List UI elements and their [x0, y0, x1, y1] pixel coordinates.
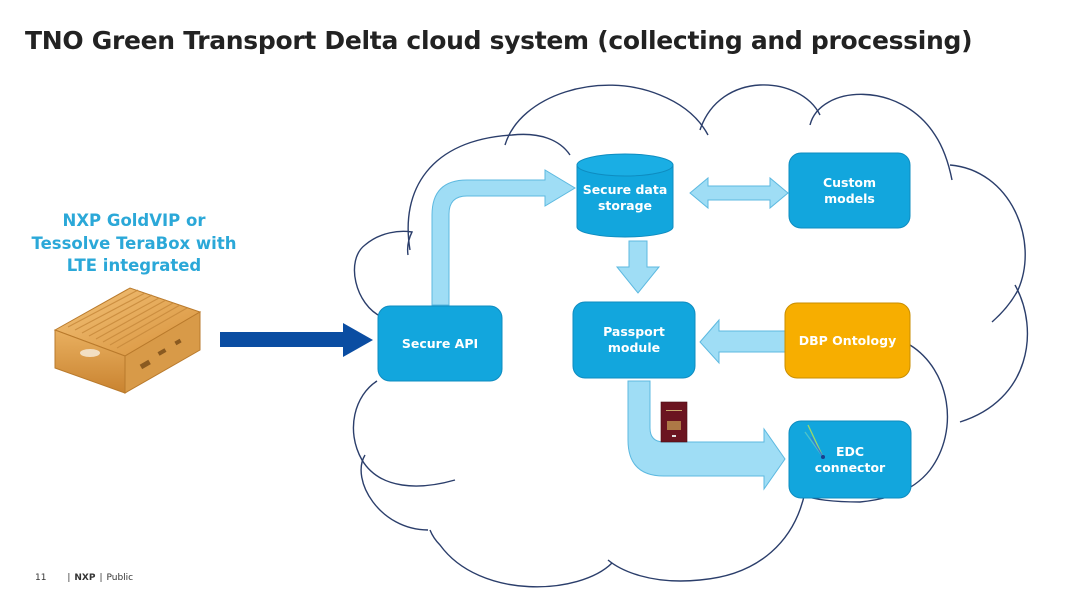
- secure-api-node[interactable]: Secure API: [378, 306, 502, 381]
- edc-connector-label-1: EDC: [835, 443, 865, 459]
- cloud-outline: [352, 84, 1028, 588]
- dbp-ontology-node[interactable]: DBP Ontology: [785, 303, 910, 378]
- secure-data-storage-node[interactable]: Secure data storage: [577, 172, 673, 224]
- passport-icon: [660, 401, 688, 443]
- secure-data-storage-label-1: Secure data: [582, 182, 668, 197]
- device-to-api-arrow: [220, 323, 373, 357]
- secure-data-storage-label-2: storage: [597, 198, 653, 213]
- storage-models-double-arrow: [689, 176, 789, 210]
- secure-api-node-bg: [377, 305, 503, 382]
- custom-models-label-2: models: [824, 190, 875, 206]
- passport-module-node-bg: [572, 301, 696, 379]
- device-label-line-2: Tessolve TeraBox with: [31, 233, 237, 253]
- custom-models-node[interactable]: Custom models: [789, 153, 910, 228]
- edc-connector-icon: [804, 424, 825, 459]
- device-label-line-3: LTE integrated: [66, 256, 202, 275]
- edc-connector-label-2: connector: [814, 459, 886, 475]
- secure-data-storage-cylinder: [576, 153, 674, 238]
- slide-title: TNO Green Transport Delta cloud system (…: [25, 26, 973, 55]
- storage-to-passport-arrow: [615, 240, 661, 294]
- edc-connector-node[interactable]: EDC connector: [789, 421, 911, 498]
- dbp-ontology-label: DBP Ontology: [798, 332, 897, 348]
- custom-models-label-1: Custom: [822, 174, 877, 190]
- device-image: [53, 287, 202, 394]
- device-label-line-1: NXP GoldVIP or: [62, 211, 206, 230]
- page-number: 11: [35, 573, 47, 583]
- footer-classification: Public: [106, 573, 134, 583]
- dbp-ontology-node-bg: [784, 302, 911, 379]
- passport-module-label-2: module: [607, 340, 661, 355]
- passport-to-edc-arrow: [627, 380, 786, 491]
- device-label: NXP GoldVIP or Tessolve TeraBox with LTE…: [18, 210, 250, 278]
- edc-connector-node-bg: [788, 420, 912, 499]
- footer-separator: |: [67, 573, 71, 583]
- secure-api-label: Secure API: [401, 335, 479, 351]
- api-to-storage-arrow: [431, 169, 576, 306]
- passport-module-label-1: Passport: [603, 324, 665, 339]
- custom-models-node-bg: [788, 152, 911, 229]
- footer-brand: NXP: [74, 573, 96, 583]
- footer-separator: |: [99, 573, 103, 583]
- slide-footer: 11 |NXP|Public: [35, 573, 133, 583]
- ontology-to-passport-arrow: [699, 318, 786, 365]
- passport-module-node[interactable]: Passport module: [573, 302, 695, 378]
